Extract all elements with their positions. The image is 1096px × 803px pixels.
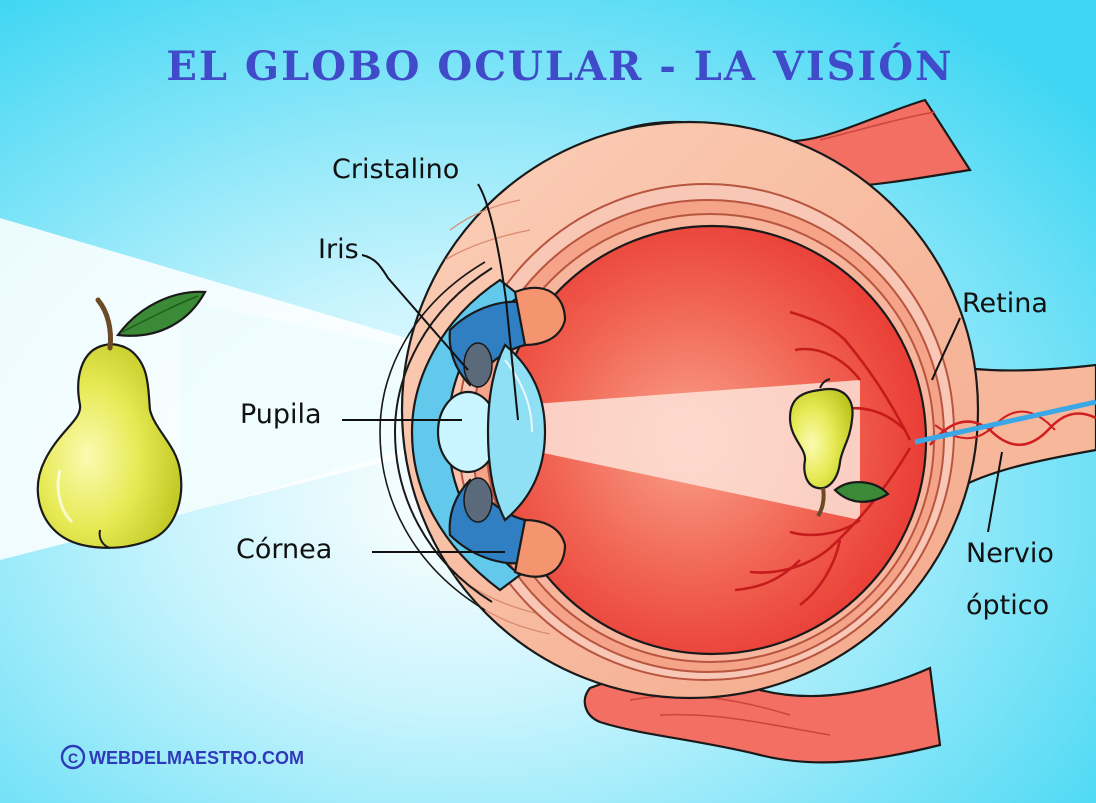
- label-iris: Iris: [318, 234, 359, 265]
- iris-detail-upper: [464, 343, 492, 387]
- copyright-symbol: C: [68, 750, 78, 766]
- diagram-title: EL GLOBO OCULAR - LA VISIÓN: [166, 43, 953, 90]
- label-pupila: Pupila: [240, 399, 322, 430]
- credit: C WEBDELMAESTRO.COM: [62, 746, 304, 768]
- label-cristalino: Cristalino: [332, 154, 459, 185]
- iris-detail-lower: [464, 478, 492, 522]
- label-nervio-line1: Nervio: [966, 538, 1054, 569]
- label-cornea: Córnea: [236, 534, 332, 565]
- label-retina: Retina: [962, 288, 1048, 319]
- label-nervio-line2: óptico: [966, 590, 1049, 621]
- credit-text: WEBDELMAESTRO.COM: [89, 748, 304, 768]
